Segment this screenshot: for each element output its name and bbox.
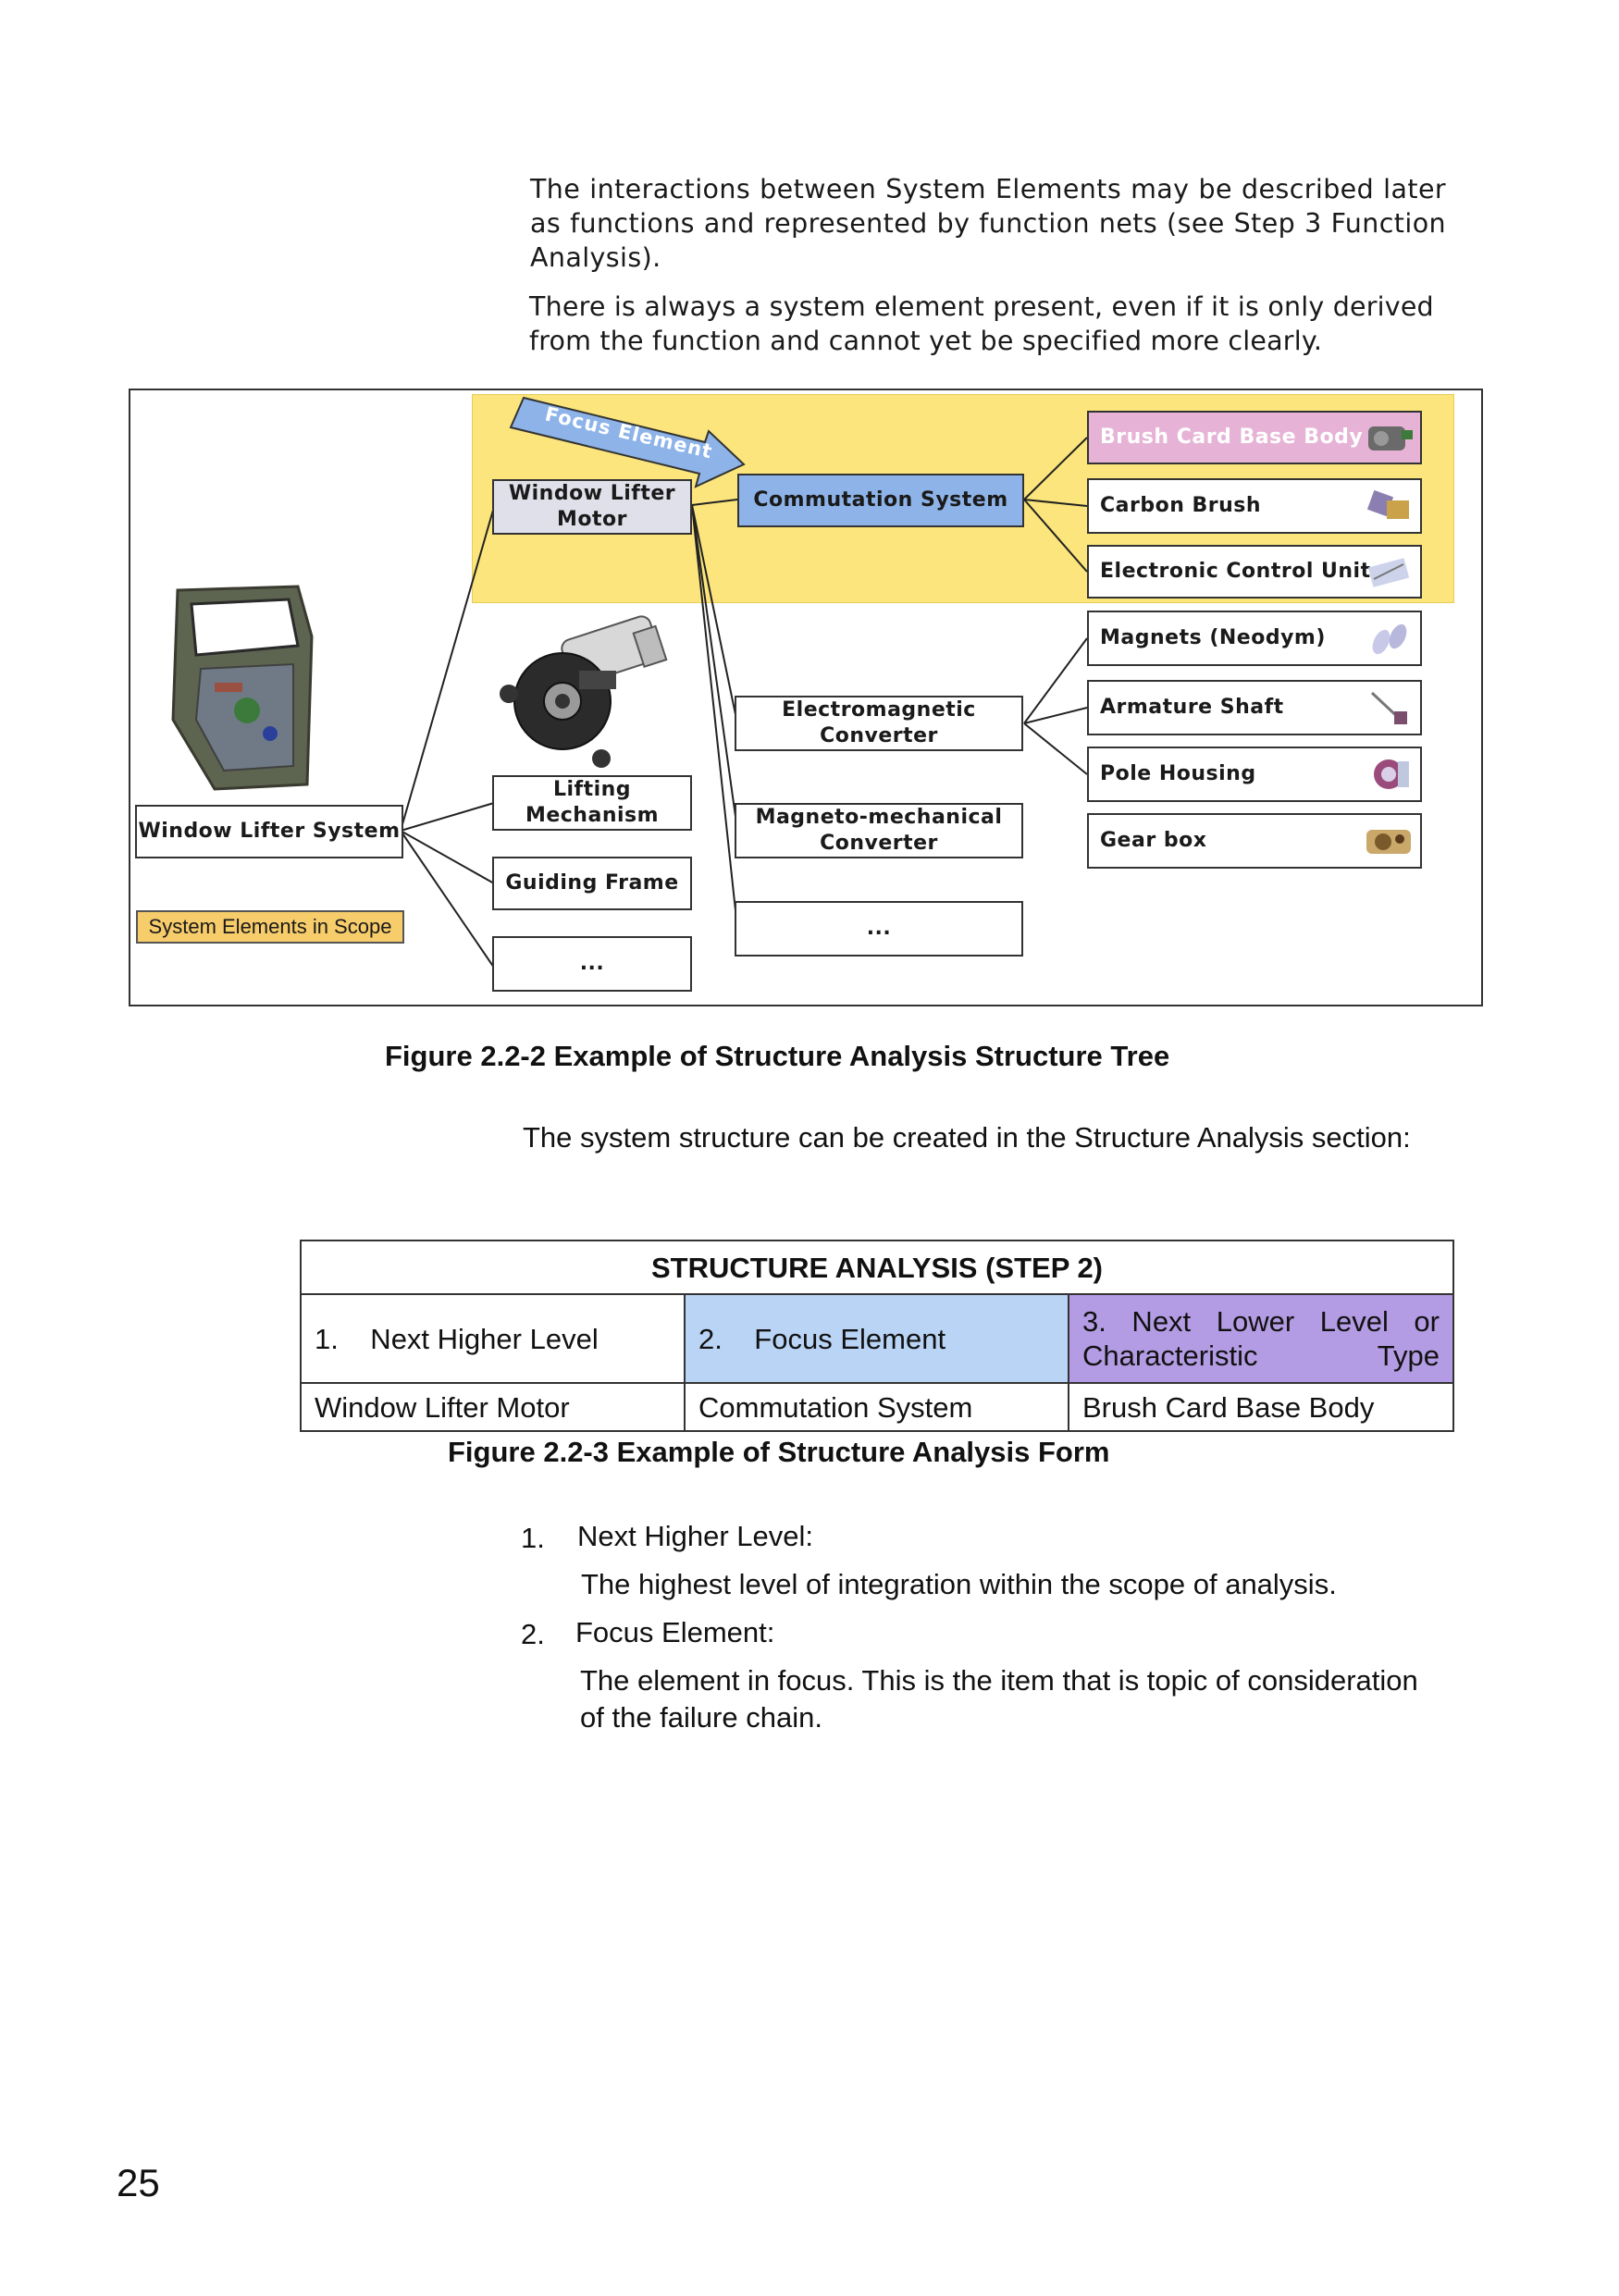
node-level3-more: ...	[735, 901, 1023, 957]
list-item-2-title: Focus Element:	[575, 1616, 775, 1648]
list-item-2-number: 2.	[521, 1618, 545, 1650]
form-header-focus-element: 2. Focus Element	[684, 1293, 1069, 1384]
node-window-lifter-motor: Window Lifter Motor	[492, 479, 692, 535]
gear-box-thumbnail-icon	[1366, 830, 1411, 854]
node-electronic-control-unit: Electronic Control Unit	[1087, 545, 1422, 599]
form-header-next-lower-level: 3. Next Lower Level or Characteristic Ty…	[1068, 1293, 1454, 1384]
form-cell-commutation-system: Commutation System	[684, 1382, 1069, 1432]
system-elements-in-scope-label: System Elements in Scope	[136, 910, 404, 944]
form-header-next-higher-level: 1. Next Higher Level	[300, 1293, 686, 1384]
node-guiding-frame: Guiding Frame	[492, 857, 692, 910]
node-brush-card-base-body: Brush Card Base Body	[1087, 411, 1422, 464]
node-electronic-control-unit-label: Electronic Control Unit	[1100, 560, 1371, 583]
list-item-1-title: Next Higher Level:	[577, 1520, 814, 1552]
intro-paragraph-2: There is always a system element present…	[529, 291, 1434, 356]
brush-card-thumbnail-icon	[1368, 426, 1413, 451]
car-door-image	[171, 585, 314, 791]
node-carbon-brush: Carbon Brush	[1087, 478, 1422, 534]
magnets-thumbnail-icon	[1372, 623, 1407, 655]
structure-tree-figure	[129, 389, 1483, 1006]
ecu-thumbnail-icon	[1367, 558, 1410, 587]
figure-2-2-2-caption: Figure 2.2-2 Example of Structure Analys…	[385, 1040, 1170, 1072]
form-cell-brush-card-base-body: Brush Card Base Body	[1068, 1382, 1454, 1432]
node-level2-more: ...	[492, 936, 692, 992]
page-number: 25	[117, 2161, 160, 2204]
node-armature-shaft-label: Armature Shaft	[1100, 696, 1284, 719]
focus-element-arrow: Focus Element	[509, 396, 746, 488]
node-gear-box-label: Gear box	[1100, 829, 1207, 852]
structure-analysis-form: STRUCTURE ANALYSIS (STEP 2) 1. Next High…	[300, 1240, 1454, 1432]
structure-section-text: The system structure can be created in t…	[523, 1121, 1411, 1154]
node-armature-shaft: Armature Shaft	[1087, 680, 1422, 735]
node-commutation-system: Commutation System	[737, 474, 1024, 527]
form-title: STRUCTURE ANALYSIS (STEP 2)	[300, 1240, 1454, 1295]
list-item-1-number: 1.	[521, 1522, 545, 1554]
node-magneto-mechanical-converter: Magneto-mechanical Converter	[735, 803, 1023, 858]
node-carbon-brush-label: Carbon Brush	[1100, 494, 1262, 517]
node-pole-housing-label: Pole Housing	[1100, 762, 1256, 785]
armature-shaft-thumbnail-icon	[1370, 691, 1407, 724]
carbon-brush-thumbnail-icon	[1366, 489, 1409, 519]
structure-tree-lines	[400, 437, 1088, 969]
node-pole-housing: Pole Housing	[1087, 747, 1422, 802]
form-cell-window-lifter-motor: Window Lifter Motor	[300, 1382, 686, 1432]
node-lifting-mechanism: Lifting Mechanism	[492, 775, 692, 831]
figure-2-2-3-caption: Figure 2.2-3 Example of Structure Analys…	[448, 1436, 1110, 1468]
list-item-2-description-line-1: The element in focus. This is the item t…	[580, 1664, 1418, 1697]
pole-housing-thumbnail-icon	[1374, 759, 1409, 789]
node-gear-box: Gear box	[1087, 813, 1422, 869]
node-electromagnetic-converter: Electromagnetic Converter	[735, 696, 1023, 751]
node-magnets-neodym: Magnets (Neodym)	[1087, 611, 1422, 666]
window-lifter-motor-image	[500, 615, 668, 768]
node-magnets-neodym-label: Magnets (Neodym)	[1100, 626, 1326, 649]
list-item-2-description-line-2: of the failure chain.	[580, 1701, 822, 1734]
intro-paragraph-1: The interactions between System Elements…	[530, 174, 1446, 273]
node-window-lifter-system: Window Lifter System	[135, 805, 403, 858]
node-brush-card-base-body-label: Brush Card Base Body	[1100, 426, 1364, 449]
list-item-1-description: The highest level of integration within …	[581, 1568, 1337, 1600]
